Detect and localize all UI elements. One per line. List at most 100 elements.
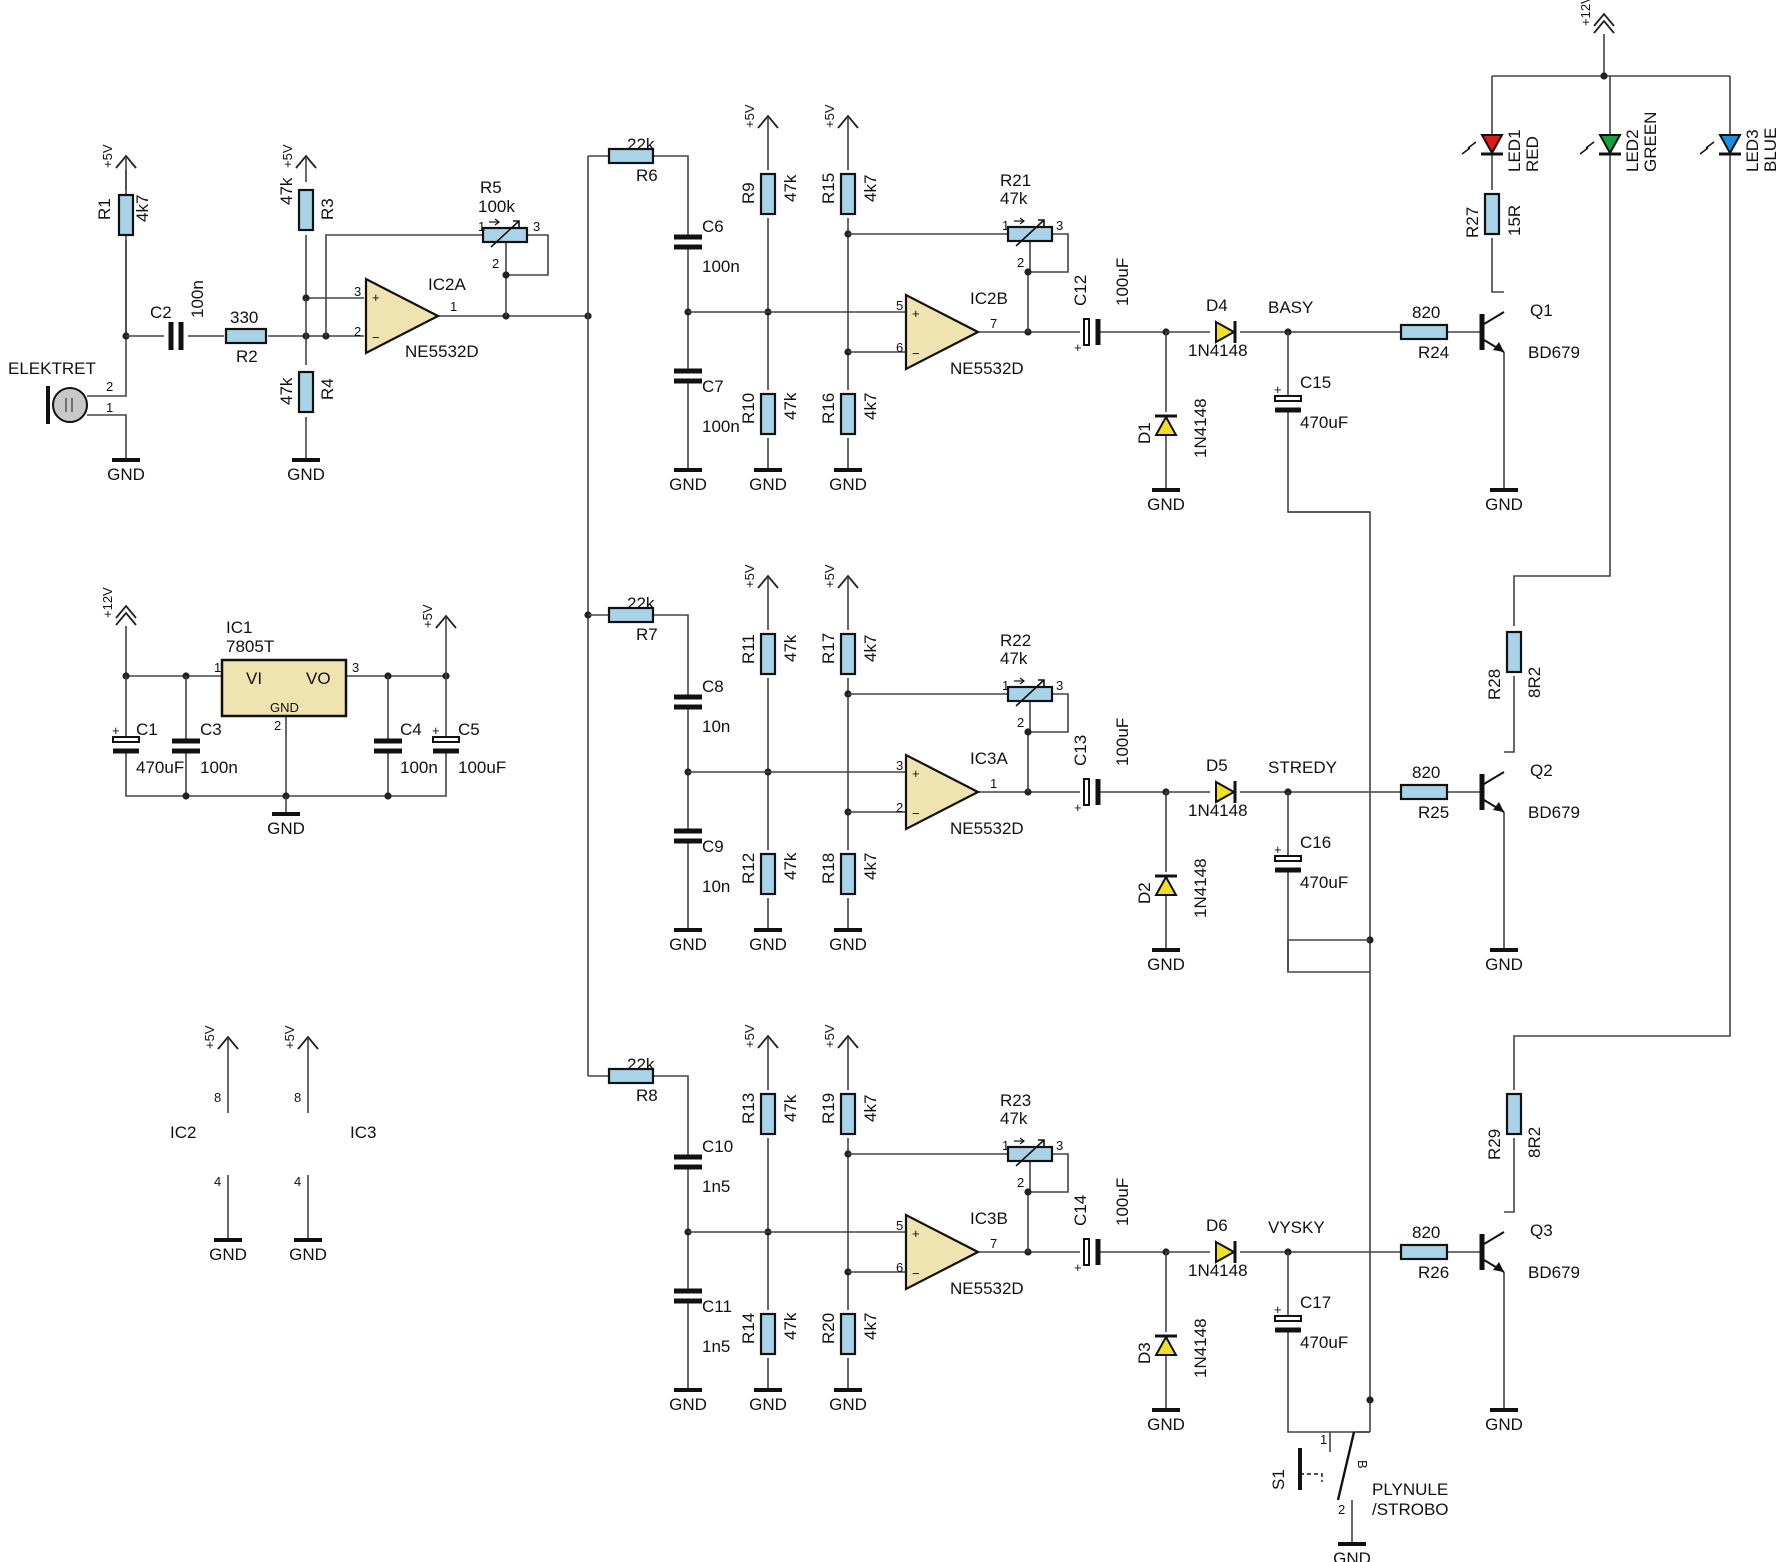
rled-ref: R28 — [1485, 669, 1504, 700]
resistor-rin-1 — [607, 606, 655, 624]
ce-val: 470uF — [1300, 1333, 1348, 1352]
wire — [87, 414, 127, 458]
rb-ref: R10 — [739, 393, 758, 424]
op-part: NE5532D — [950, 359, 1024, 378]
cb-ref: C11 — [702, 1297, 732, 1316]
pin-number: 2 — [896, 800, 903, 815]
pin-number: 1 — [106, 400, 113, 415]
rled-ref: R29 — [1485, 1129, 1504, 1160]
resistor-base-2 — [1399, 1243, 1449, 1261]
wire — [1504, 1138, 1515, 1213]
resistor-rled-1 — [1505, 630, 1523, 674]
c2-ref: C2 — [150, 303, 172, 322]
rc-val: 4k7 — [861, 635, 880, 662]
transistor-2 — [1479, 1231, 1505, 1273]
opamp-0 — [904, 293, 981, 371]
gnd-label: GND — [1485, 1415, 1523, 1434]
diode-series-2 — [1215, 1240, 1237, 1264]
capacitor-coupling-2: + — [1074, 1238, 1101, 1275]
q-val: BD679 — [1528, 1263, 1580, 1282]
supply-5v-label: +5V — [100, 144, 115, 168]
r2-ref: R2 — [236, 347, 258, 366]
op-ref: IC3B — [970, 1209, 1008, 1228]
ic1-gnd: GND — [270, 700, 299, 715]
rin-val: 22k — [627, 135, 655, 154]
led-ref: LED3 — [1743, 129, 1762, 172]
ce-ref: C16 — [1300, 833, 1331, 852]
pin-number: 1 — [1002, 1138, 1009, 1153]
capacitor-cb-1 — [674, 828, 702, 844]
gnd-label: GND — [829, 475, 867, 494]
ce-ref: C17 — [1300, 1293, 1331, 1312]
supply-12v-label: +12V — [1578, 0, 1593, 26]
regulator-ic1 — [220, 658, 348, 718]
ds-ref: D5 — [1206, 756, 1228, 775]
capacitor-storage-2: + — [1274, 1302, 1302, 1333]
pin-number: 1 — [1002, 218, 1009, 233]
resistor-r2 — [224, 327, 268, 345]
rled-val: 15R — [1505, 205, 1524, 236]
diode-ground-0 — [1154, 414, 1178, 436]
resistor-rc-0 — [839, 172, 857, 216]
plus-sign: + — [912, 766, 920, 781]
r4-val: 47k — [277, 377, 296, 405]
gnd-label: GND — [1147, 1415, 1185, 1434]
pot-val: 47k — [1000, 649, 1028, 668]
rc-ref: R15 — [819, 173, 838, 204]
rc-ref: R19 — [819, 1093, 838, 1124]
resistor-rb-2 — [759, 1312, 777, 1356]
rb-val: 47k — [781, 1312, 800, 1340]
capacitor-cb-0 — [674, 368, 702, 384]
op-part: NE5532D — [950, 819, 1024, 838]
supply-5v-arrow — [837, 1034, 859, 1049]
q-val: BD679 — [1528, 803, 1580, 822]
pin-number: 3 — [1056, 1138, 1063, 1153]
svg-text:+: + — [1074, 1260, 1082, 1275]
pin-number: 1 — [214, 660, 221, 675]
capacitor-ca-1 — [674, 694, 702, 710]
ca-ref: C6 — [702, 217, 724, 236]
rled-ref: R27 — [1463, 207, 1482, 238]
pin-number: 2 — [1017, 255, 1024, 270]
dg-ref: D3 — [1135, 1342, 1154, 1364]
pin-number: 2 — [354, 324, 361, 339]
ca-val: 1n5 — [702, 1177, 730, 1196]
capacitor-coupling-0: + — [1074, 318, 1101, 355]
rb-val: 47k — [781, 852, 800, 880]
resistor-rb-0 — [759, 392, 777, 436]
r5-val: 100k — [478, 197, 515, 216]
supply-5v-label: +5V — [202, 1025, 217, 1049]
capacitor-ca-2 — [674, 1154, 702, 1170]
r5-ref: R5 — [480, 178, 502, 197]
resistor-ra-0 — [759, 172, 777, 216]
gnd-label: GND — [1485, 495, 1523, 514]
cb-ref: C9 — [702, 837, 724, 856]
svg-text:+: + — [112, 723, 120, 738]
pin-number: 3 — [1056, 678, 1063, 693]
net-label: VYSKY — [1268, 1218, 1325, 1237]
junction-dot — [502, 271, 510, 279]
gnd-label: GND — [829, 935, 867, 954]
ds-val: 1N4148 — [1188, 1261, 1248, 1280]
capacitor-c5: + — [432, 723, 460, 754]
wire — [653, 155, 689, 236]
pin-number: 2 — [492, 256, 499, 271]
wire — [1513, 154, 1611, 626]
ic1-ref: IC1 — [226, 618, 252, 637]
gnd-label: GND — [829, 1395, 867, 1414]
led-ref: LED1 — [1505, 129, 1524, 172]
supply-5v-arrow — [217, 1035, 239, 1050]
c5-ref: C5 — [458, 720, 480, 739]
rd-ref: R16 — [819, 393, 838, 424]
ra-val: 47k — [781, 1094, 800, 1122]
ic1-part: 7805T — [226, 637, 274, 656]
capacitor-c1: + — [112, 723, 140, 754]
diode-series-0 — [1215, 320, 1237, 344]
pin-number: 3 — [533, 219, 540, 234]
wire — [1029, 233, 1069, 273]
cc-val: 100uF — [1113, 1178, 1132, 1226]
pot-ref: R21 — [1000, 171, 1031, 190]
supply-5v-arrow — [297, 1035, 319, 1050]
plus-sign: + — [372, 290, 380, 305]
ra-ref: R13 — [739, 1093, 758, 1124]
